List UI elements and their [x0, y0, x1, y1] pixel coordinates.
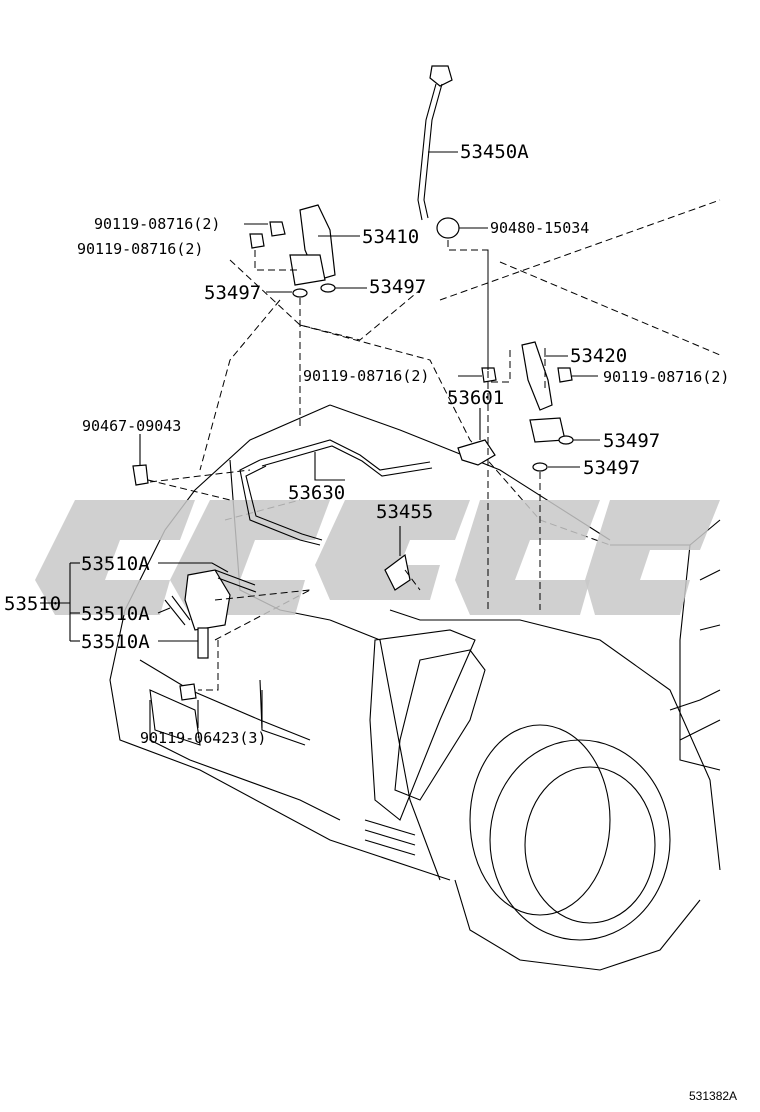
grommet-part [436, 217, 460, 239]
label-53510A-2: 53510A [81, 603, 150, 625]
clip-part [132, 464, 149, 486]
label-90480-15034: 90480-15034 [490, 219, 589, 237]
bolt-part [179, 683, 197, 701]
label-53497-c: 53497 [603, 430, 660, 452]
label-53497-b: 53497 [369, 276, 426, 298]
label-53510A-1: 53510A [81, 553, 150, 575]
leader-lines [40, 151, 600, 728]
release-lever-part [457, 439, 496, 466]
label-90119-08716-d: 90119-08716(2) [603, 368, 729, 386]
reference-code: 531382A [689, 1089, 737, 1103]
label-53510A-3: 53510A [81, 631, 150, 653]
bolt-part [269, 221, 286, 237]
release-cable [239, 439, 433, 546]
label-53455: 53455 [376, 501, 433, 523]
car-body-outline [109, 199, 721, 971]
label-53497-a: 53497 [204, 282, 261, 304]
bolt-part [557, 367, 573, 383]
cushion-part [532, 462, 548, 472]
label-90119-06423: 90119-06423(3) [140, 729, 266, 747]
bolt-part [481, 367, 497, 383]
label-53410: 53410 [362, 226, 419, 248]
hinge-right [521, 341, 566, 443]
bolt-part [249, 233, 265, 249]
cushion-part [320, 283, 336, 293]
hood-latch [164, 569, 257, 659]
label-53630: 53630 [288, 482, 345, 504]
label-90119-08716-a: 90119-08716(2) [94, 215, 220, 233]
label-53497-d: 53497 [583, 457, 640, 479]
label-53601: 53601 [447, 387, 504, 409]
cushion-part [558, 435, 574, 445]
label-53450A: 53450A [460, 141, 529, 163]
label-90467-09043: 90467-09043 [82, 417, 181, 435]
catch-support-part [384, 553, 411, 591]
label-90119-08716-b: 90119-08716(2) [77, 240, 203, 258]
cushion-part [292, 288, 308, 298]
hinge-left [289, 204, 336, 286]
label-90119-08716-c: 90119-08716(2) [303, 367, 429, 385]
hood-support-rod [417, 65, 453, 221]
label-53420: 53420 [570, 345, 627, 367]
label-53510: 53510 [4, 593, 61, 615]
